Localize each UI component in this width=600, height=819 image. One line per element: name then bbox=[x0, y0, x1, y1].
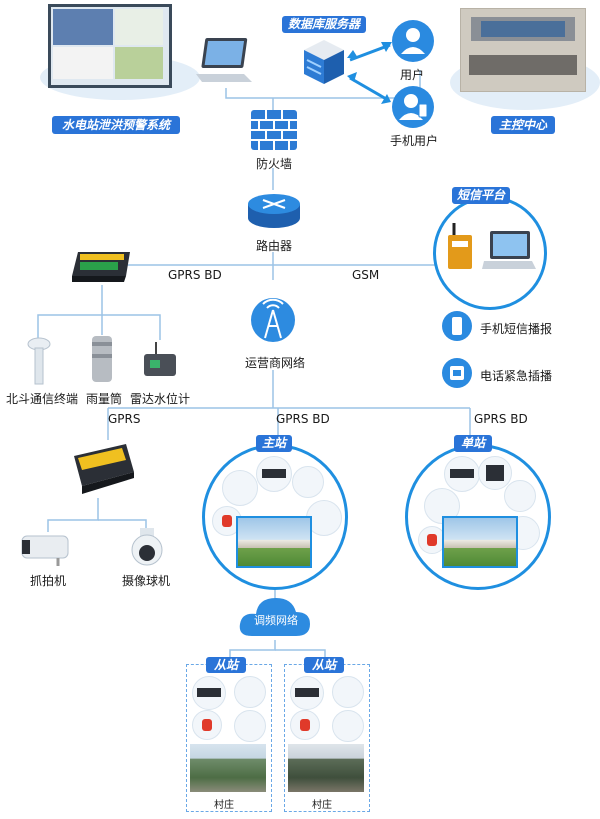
radar-level-label: 雷达水位计 bbox=[130, 392, 191, 406]
main-loudspeaker-thumb bbox=[306, 500, 342, 536]
gsm-label: GSM bbox=[352, 268, 380, 282]
gprs-left-label: GPRS bbox=[108, 412, 141, 426]
single-alarm-light-thumb bbox=[418, 526, 446, 554]
beidou-terminal-label: 北斗通信终端 bbox=[6, 392, 79, 406]
gprs-bd-right-label: GPRS BD bbox=[474, 412, 528, 426]
phone-sms-icon bbox=[442, 311, 472, 341]
main-console-thumb bbox=[222, 470, 258, 506]
firewall-icon bbox=[251, 110, 297, 150]
slave-station-label-2: 从站 bbox=[304, 657, 344, 673]
gprs-bd-left-label: GPRS BD bbox=[168, 268, 222, 282]
user-avatar bbox=[392, 20, 434, 62]
sms-platform-circle bbox=[433, 196, 547, 310]
slave-station-label-1: 从站 bbox=[206, 657, 246, 673]
flood-system-label: 水电站泄洪预警系统 bbox=[52, 116, 180, 134]
main-station-label: 主站 bbox=[256, 435, 292, 452]
control-center-label: 主控中心 bbox=[491, 116, 555, 134]
single-amplifier-thumb bbox=[444, 456, 480, 492]
rain-gauge-label: 雨量筒 bbox=[86, 392, 123, 406]
slave1-amplifier-thumb bbox=[192, 676, 226, 710]
main-sensor-thumb bbox=[292, 466, 324, 498]
mobile-user-avatar bbox=[392, 86, 434, 128]
radar-level-icon bbox=[144, 342, 176, 376]
slave1-alarm-light-thumb bbox=[192, 710, 222, 740]
server-icon bbox=[304, 40, 344, 84]
db-server-label: 数据库服务器 bbox=[282, 16, 366, 33]
sms-laptop-icon bbox=[482, 231, 536, 269]
gprs-bd-mid-label: GPRS BD bbox=[276, 412, 330, 426]
sms-broadcast-label: 手机短信播报 bbox=[480, 322, 553, 336]
dome-camera-icon bbox=[131, 528, 163, 566]
dome-camera-label: 摄像球机 bbox=[122, 574, 171, 588]
slave2-amplifier-thumb bbox=[290, 676, 324, 710]
user-icon bbox=[401, 28, 425, 54]
flood-system-monitor bbox=[48, 4, 172, 88]
mobile-user-icon bbox=[399, 94, 428, 120]
firewall-label: 防火墙 bbox=[256, 157, 293, 171]
bullet-camera-icon bbox=[21, 535, 69, 566]
single-station-photo bbox=[442, 516, 518, 568]
capture-camera-label: 抓拍机 bbox=[30, 574, 67, 588]
single-box-thumb bbox=[478, 456, 512, 490]
carrier-network-label: 运营商网络 bbox=[245, 356, 306, 370]
control-center-photo bbox=[460, 8, 586, 92]
beidou-terminal-icon bbox=[27, 337, 51, 385]
single-sensor-thumb bbox=[504, 480, 536, 512]
cloud-icon bbox=[239, 598, 310, 636]
telephone-icon bbox=[442, 358, 472, 388]
main-station-photo bbox=[236, 516, 312, 568]
slave1-sensor-thumb bbox=[234, 676, 266, 708]
slave1-village-label: 村庄 bbox=[214, 800, 234, 811]
rain-gauge-icon bbox=[92, 336, 112, 382]
single-station-label: 单站 bbox=[454, 435, 492, 452]
slave1-loudspeaker-thumb bbox=[234, 710, 266, 742]
mobile-user-label: 手机用户 bbox=[390, 134, 439, 148]
sms-platform-label: 短信平台 bbox=[452, 187, 510, 204]
slave2-village-label: 村庄 bbox=[312, 800, 332, 811]
video-controller-device bbox=[74, 444, 134, 494]
slave2-alarm-light-thumb bbox=[290, 710, 320, 740]
slave2-village-photo bbox=[288, 744, 364, 792]
slave1-village-photo bbox=[190, 744, 266, 792]
main-amplifier-thumb bbox=[256, 456, 292, 492]
user-label: 用户 bbox=[400, 68, 425, 82]
gsm-modem-icon bbox=[448, 223, 472, 269]
router-icon bbox=[248, 194, 300, 228]
fm-network-label: 调频网络 bbox=[254, 614, 298, 627]
laptop-icon bbox=[196, 38, 252, 82]
slave2-loudspeaker-thumb bbox=[332, 710, 364, 742]
phone-broadcast-label: 电话紧急插播 bbox=[480, 369, 553, 383]
router-label: 路由器 bbox=[256, 239, 293, 253]
slave2-sensor-thumb bbox=[332, 676, 364, 708]
data-logger-device bbox=[72, 252, 130, 282]
tower-icon bbox=[251, 298, 295, 342]
